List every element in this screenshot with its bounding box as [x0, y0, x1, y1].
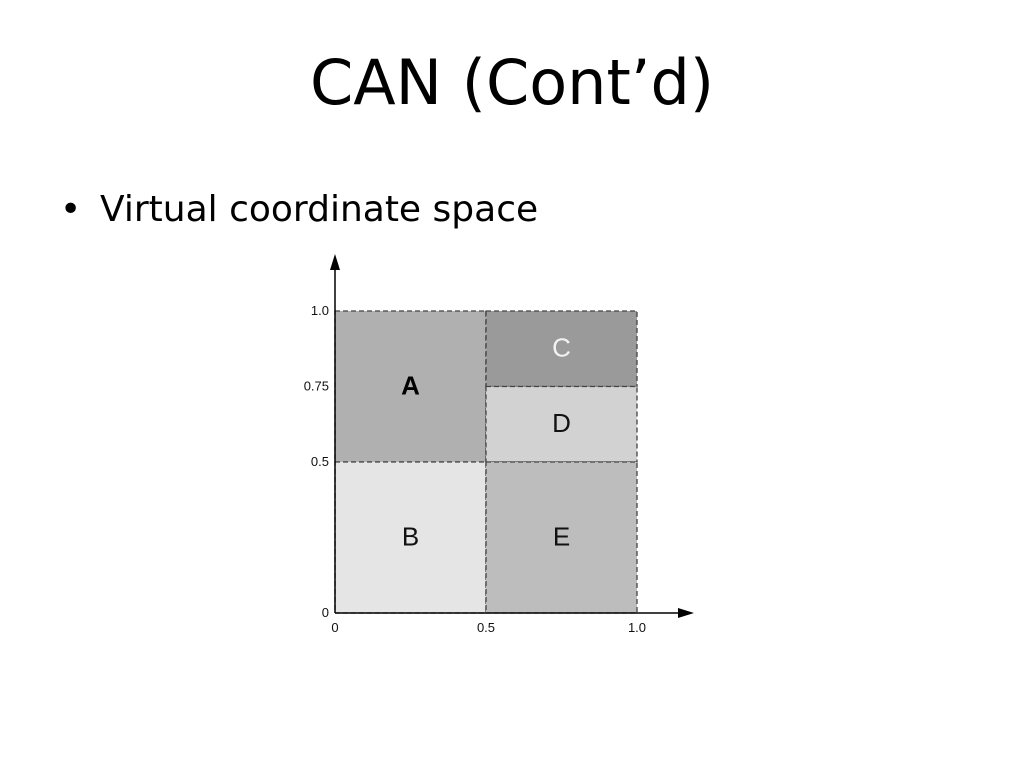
zones-layer [334, 310, 638, 614]
zone-label-a: A [401, 370, 420, 400]
zone-d [485, 385, 638, 463]
labels-layer: A B C D E 0 0.5 1.0 0 0.5 0.75 1.0 [304, 303, 646, 635]
zone-label-d: D [552, 408, 571, 438]
bullet-text: Virtual coordinate space [100, 189, 539, 230]
y-tick-label: 0.75 [304, 379, 329, 394]
zone-label-b: B [402, 521, 419, 551]
y-axis-arrow-icon [330, 254, 340, 270]
x-tick-label: 1.0 [628, 620, 646, 635]
y-tick-label: 0.5 [311, 454, 329, 469]
x-axis-arrow-icon [678, 608, 694, 618]
y-tick-label: 1.0 [311, 303, 329, 318]
bullet-item: • Virtual coordinate space [60, 192, 538, 228]
bullet-icon: • [60, 189, 82, 230]
y-tick-label: 0 [322, 605, 329, 620]
zone-e [485, 461, 638, 614]
zone-label-c: C [552, 333, 571, 363]
slide-title: CAN (Cont’d) [309, 46, 715, 119]
zone-label-e: E [553, 521, 570, 551]
axes-layer [330, 254, 694, 618]
zone-b [334, 461, 487, 614]
x-tick-label: 0 [331, 620, 338, 635]
x-tick-label: 0.5 [477, 620, 495, 635]
zone-c [485, 310, 638, 388]
